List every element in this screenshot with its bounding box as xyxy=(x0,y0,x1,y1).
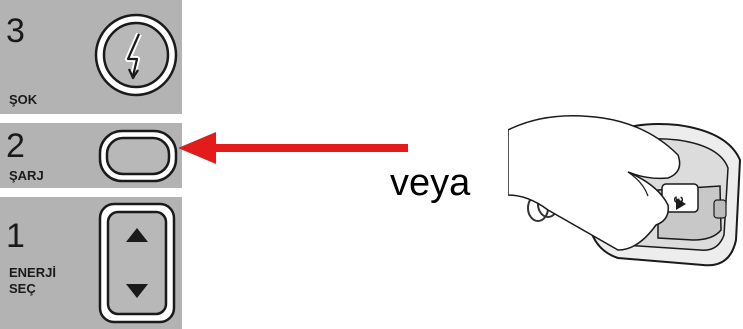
charge-panel: 2 ŞARJ xyxy=(0,123,182,188)
energy-select-label: ENERJİ SEÇ xyxy=(9,265,56,297)
lightning-bolt-icon xyxy=(125,32,142,80)
energy-select-panel: 1 ENERJİ SEÇ xyxy=(0,197,182,329)
or-connector-text: veya xyxy=(390,162,471,204)
shock-panel: 3 ŞOK xyxy=(0,0,182,114)
step-number-shock: 3 xyxy=(6,12,25,50)
energy-select-label-line1: ENERJİ xyxy=(9,265,56,280)
shock-button[interactable] xyxy=(93,12,179,98)
shock-label: ŞOK xyxy=(9,92,38,107)
charge-button[interactable] xyxy=(98,129,178,183)
step-number-charge: 2 xyxy=(6,127,25,165)
pointer-arrow xyxy=(178,132,408,164)
charge-label: ŞARJ xyxy=(9,168,44,183)
down-arrow-icon xyxy=(126,284,148,298)
step-number-energy: 1 xyxy=(6,217,25,255)
paddle-device-illustration: 3 xyxy=(508,114,742,267)
up-arrow-icon xyxy=(126,228,148,242)
energy-select-label-line2: SEÇ xyxy=(9,281,36,296)
energy-select-button[interactable] xyxy=(98,202,176,324)
